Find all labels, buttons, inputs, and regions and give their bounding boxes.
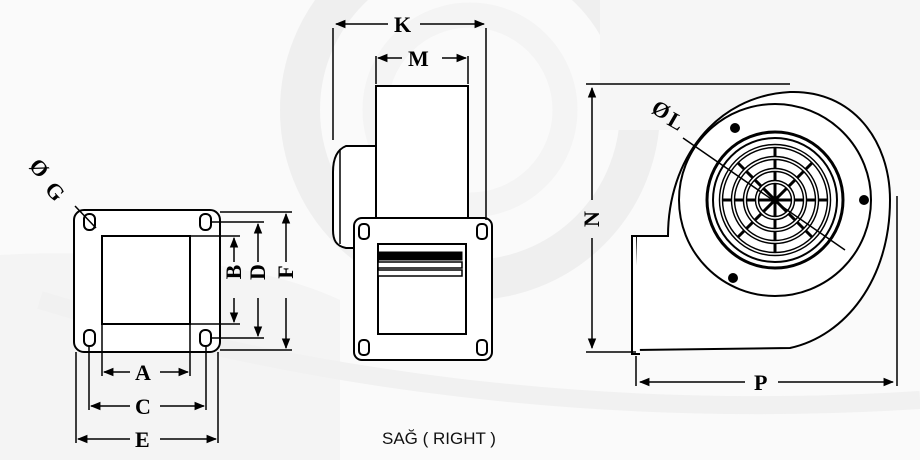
dim-label-c: C xyxy=(135,394,151,419)
dim-label-b: B xyxy=(221,264,246,279)
dim-label-m: M xyxy=(408,46,429,71)
side-view xyxy=(332,85,493,361)
bolt-hole xyxy=(83,213,96,231)
flange-plate xyxy=(73,209,221,353)
dim-label-d: D xyxy=(245,264,270,280)
blower-body xyxy=(375,85,469,227)
flange-horizontal-dims xyxy=(75,324,219,444)
flange-vertical-dims xyxy=(190,211,292,351)
view-caption: SAĞ ( RIGHT ) xyxy=(382,429,496,448)
flange-opening xyxy=(101,235,191,325)
side-view-dims xyxy=(332,19,487,220)
dim-label-a: A xyxy=(135,360,151,385)
dim-label-f: F xyxy=(273,265,298,278)
scroll-view-dims xyxy=(586,83,898,387)
dim-label-e: E xyxy=(135,427,150,452)
scroll-view xyxy=(631,90,892,355)
dim-label-k: K xyxy=(394,12,411,37)
dim-label-n: N xyxy=(579,211,604,227)
g-leader xyxy=(74,205,97,229)
dim-label-p: P xyxy=(754,370,767,395)
flange-view xyxy=(73,205,221,353)
